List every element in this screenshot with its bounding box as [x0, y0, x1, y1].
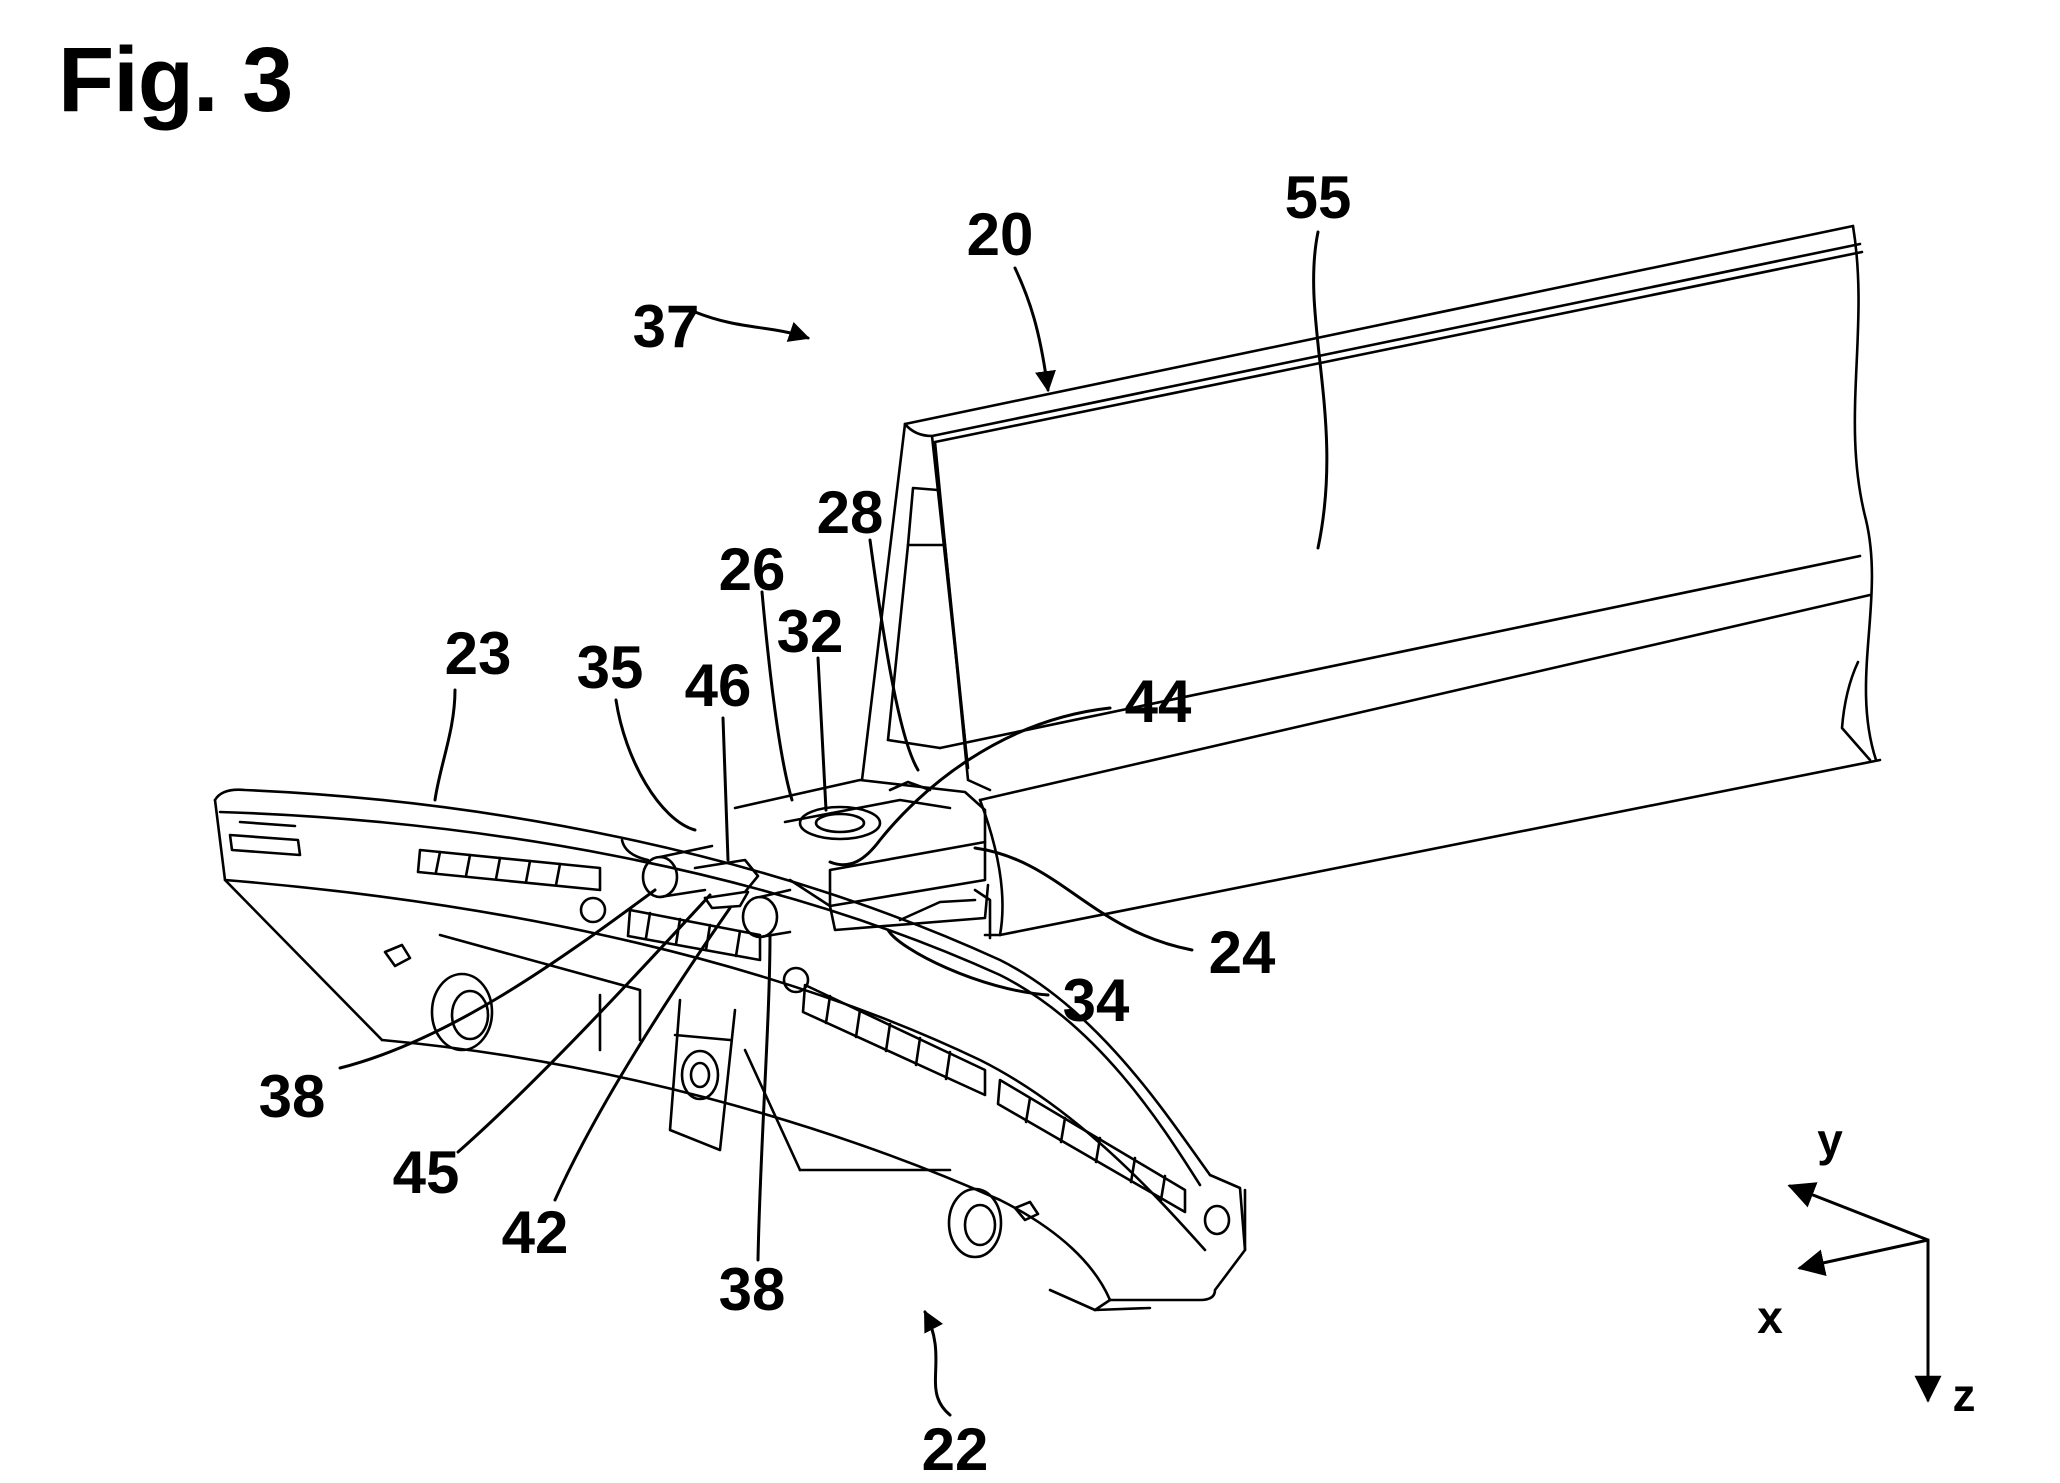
leader-lines [340, 232, 1327, 1415]
figure-title: Fig. 3 [58, 29, 293, 131]
wiper-rail [862, 226, 1880, 938]
ref-24: 24 [1208, 919, 1276, 986]
ref-38-left: 38 [258, 1063, 326, 1130]
wiper-blade-body [215, 790, 1245, 1310]
axis-label-z: z [1952, 1369, 1976, 1421]
ref-26: 26 [718, 536, 786, 603]
axis-label-x: x [1757, 1291, 1783, 1343]
ref-32: 32 [776, 598, 844, 665]
ref-42: 42 [501, 1199, 569, 1266]
coordinate-axes [1787, 1182, 1942, 1403]
ref-44: 44 [1124, 668, 1192, 735]
ref-55: 55 [1284, 164, 1352, 231]
ref-22: 22 [921, 1416, 989, 1483]
axis-label-y: y [1817, 1114, 1843, 1166]
ref-46: 46 [684, 652, 752, 719]
ref-28: 28 [816, 479, 884, 546]
ref-23: 23 [444, 620, 512, 687]
ref-20: 20 [966, 201, 1034, 268]
ref-37: 37 [632, 293, 700, 360]
ref-38-right: 38 [718, 1256, 786, 1323]
ref-35: 35 [576, 634, 644, 701]
ref-34: 34 [1062, 967, 1130, 1034]
connector [622, 780, 988, 937]
ref-45: 45 [392, 1139, 460, 1206]
